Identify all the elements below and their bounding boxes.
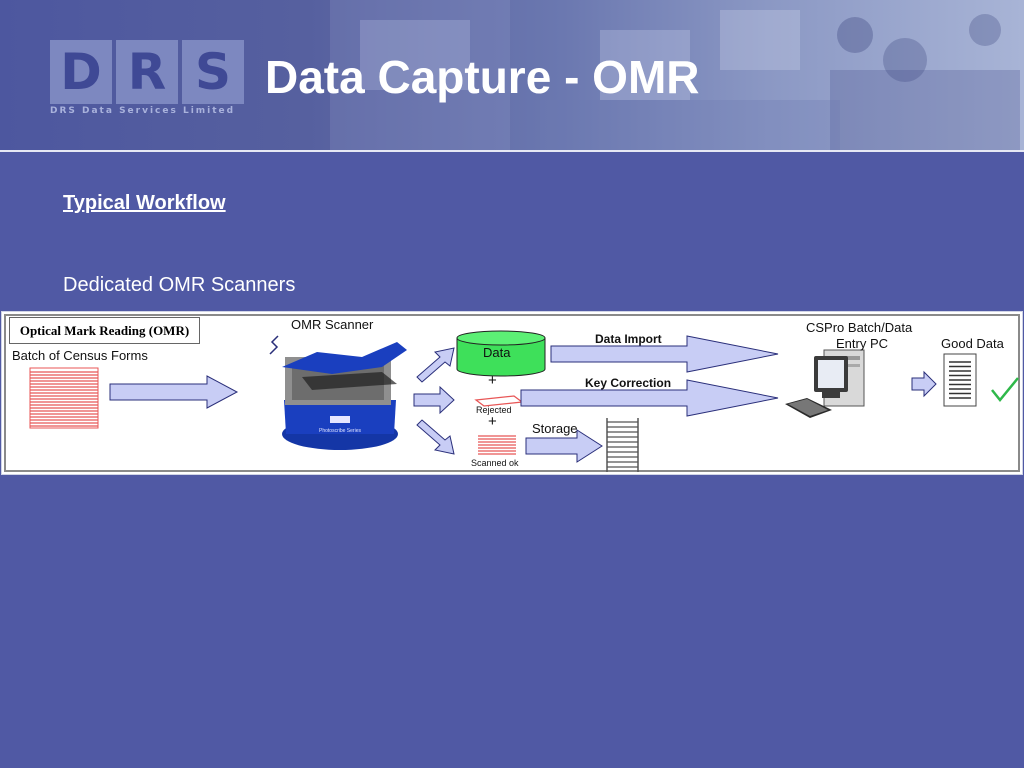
batch-label: Batch of Census Forms [12, 348, 148, 363]
good-data-label: Good Data [941, 336, 1004, 351]
arrow-storage [525, 429, 603, 463]
arrow-scanner-to-rejected [413, 385, 455, 415]
arrow-pc-to-good-data [911, 370, 937, 398]
diagram-frame [4, 314, 1020, 472]
omr-scanner-icon: Photoscribe Series [269, 335, 407, 450]
arrow-key-correction [520, 379, 779, 417]
section-heading: Typical Workflow [63, 192, 226, 214]
logo-letter-d: D [50, 40, 112, 104]
header-divider [0, 150, 1024, 152]
rejected-label: Rejected [476, 405, 512, 415]
arrow-scanner-to-scanned [416, 419, 455, 455]
arrow-data-import [550, 335, 779, 373]
header-banner: D R S DRS Data Services Limited Data Cap… [0, 0, 1024, 150]
cspro-label: CSPro Batch/Data [806, 320, 913, 335]
key-correction-label: Key Correction [585, 376, 672, 390]
checkmark-icon [991, 377, 1019, 402]
omr-title-box: Optical Mark Reading (OMR) [9, 317, 200, 344]
data-label: Data [483, 345, 511, 360]
data-import-label: Data Import [595, 332, 662, 346]
entry-pc-label: Entry PC [836, 336, 889, 351]
database-cylinder-icon [456, 330, 546, 377]
diagram-graphics: Photoscribe Series [29, 330, 1019, 472]
logo-letter-r: R [116, 40, 178, 104]
omr-workflow-diagram: Photoscribe Series [1, 311, 1023, 475]
form-stack-icon [29, 367, 99, 429]
plus-sign-lower: + [488, 413, 497, 430]
header-photo-background [330, 0, 1020, 150]
scanner-label: OMR Scanner [291, 317, 374, 332]
arrow-batch-to-scanner [109, 375, 239, 409]
drs-logo: D R S DRS Data Services Limited [50, 40, 244, 118]
scanned-ok-label: Scanned ok [471, 458, 519, 468]
scanner-brand-text: Photoscribe Series [319, 428, 361, 434]
scanned-forms-stack-icon [478, 435, 516, 455]
page-title: Data Capture - OMR [265, 51, 700, 103]
document-icon [943, 353, 977, 407]
logo-letter-s: S [182, 40, 244, 104]
subtitle: Dedicated OMR Scanners [63, 274, 296, 296]
storage-label: Storage [532, 421, 578, 436]
storage-shelf-icon [606, 418, 639, 472]
plus-sign-upper: + [488, 372, 497, 389]
desktop-computer-icon [785, 349, 865, 418]
arrow-scanner-to-data [416, 347, 455, 383]
logo-tagline: DRS Data Services Limited [50, 106, 236, 116]
